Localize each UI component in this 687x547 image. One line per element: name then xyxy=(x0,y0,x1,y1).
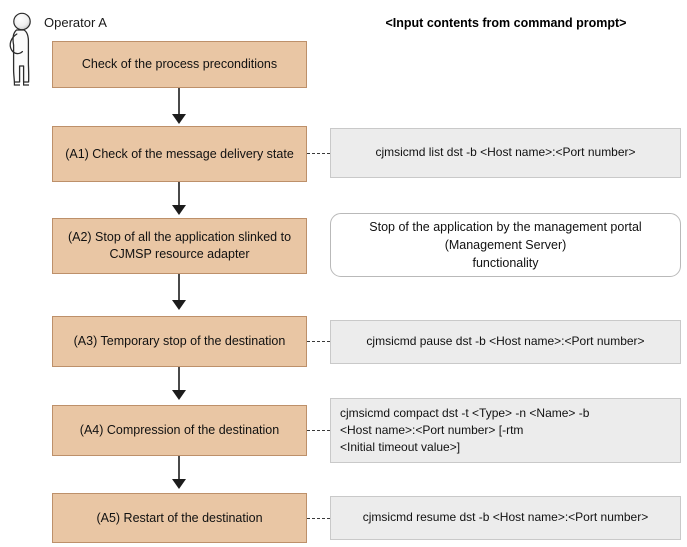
flow-arrow-start-to-a1-line xyxy=(178,88,180,118)
process-box-a5[interactable]: (A5) Restart of the destination xyxy=(52,493,307,543)
process-box-start[interactable]: Check of the process preconditions xyxy=(52,41,307,88)
dashed-connector-a5 xyxy=(307,518,330,519)
dashed-connector-a4 xyxy=(307,430,330,431)
flow-arrow-a4-to-a5-head xyxy=(172,479,186,489)
flow-arrow-a1-to-a2-head xyxy=(172,205,186,215)
command-box-a1[interactable]: cjmsicmd list dst -b <Host name>:<Port n… xyxy=(330,128,681,178)
note-line-3: functionality xyxy=(472,256,539,271)
dashed-connector-a1 xyxy=(307,153,330,154)
note-line-2: (Management Server) xyxy=(444,237,567,252)
operator-label: Operator A xyxy=(44,15,107,30)
command-a4-line-1: cjmsicmd compact dst -t <Type> -n <Name>… xyxy=(340,405,590,420)
process-box-a2[interactable]: (A2) Stop of all the application slinked… xyxy=(52,218,307,274)
command-a4-line-3: <Initial timeout value>] xyxy=(340,440,461,455)
command-box-a4[interactable]: cjmsicmd compact dst -t <Type> -n <Name>… xyxy=(330,398,681,463)
command-box-a5[interactable]: cjmsicmd resume dst -b <Host name>:<Port… xyxy=(330,496,681,540)
flow-arrow-a4-to-a5-line xyxy=(178,456,180,483)
process-box-a1[interactable]: (A1) Check of the message delivery state xyxy=(52,126,307,182)
flow-arrow-a2-to-a3-head xyxy=(172,300,186,310)
flow-arrow-a3-to-a4-line xyxy=(178,367,180,394)
flow-arrow-a3-to-a4-head xyxy=(172,390,186,400)
command-a4-line-2: <Host name>:<Port number> [-rtm xyxy=(340,422,524,437)
flow-arrow-a2-to-a3-line xyxy=(178,274,180,304)
process-box-a3[interactable]: (A3) Temporary stop of the destination xyxy=(52,316,307,367)
operator-person-icon xyxy=(2,12,44,90)
flow-arrow-a1-to-a2-line xyxy=(178,182,180,209)
command-column-title: <Input contents from command prompt> xyxy=(385,16,627,30)
command-box-a3[interactable]: cjmsicmd pause dst -b <Host name>:<Port … xyxy=(330,320,681,364)
process-box-a4[interactable]: (A4) Compression of the destination xyxy=(52,405,307,456)
flow-arrow-start-to-a1-head xyxy=(172,114,186,124)
note-line-1: Stop of the application by the managemen… xyxy=(369,219,642,234)
note-box-a2[interactable]: Stop of the application by the managemen… xyxy=(330,213,681,277)
dashed-connector-a3 xyxy=(307,341,330,342)
